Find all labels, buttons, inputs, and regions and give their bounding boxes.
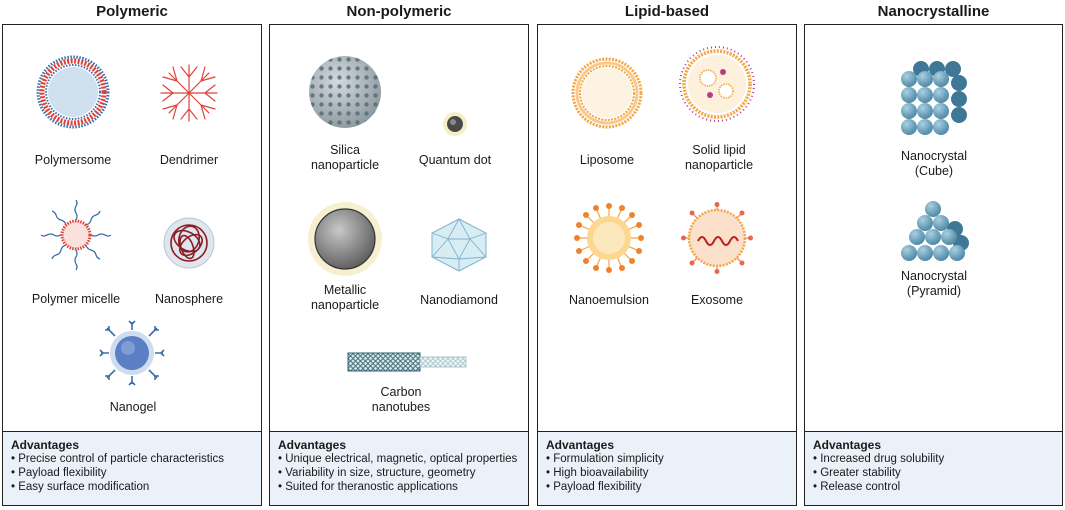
advantage-item: Unique electrical, magnetic, optical pro…: [278, 452, 528, 466]
advantages-list: Formulation simplicity High bioavailabil…: [546, 452, 796, 494]
advantages-heading: Advantages: [11, 438, 80, 452]
label-quantum-dot: Quantum dot: [418, 153, 492, 167]
nanocrystal-pyramid-icon: [901, 201, 969, 261]
nanocrystal-cube-icon: [901, 61, 967, 135]
label-liposome: Liposome: [579, 153, 635, 167]
label-carbon-nanotubes: Carbon nanotubes: [371, 385, 431, 414]
advantages-heading: Advantages: [813, 438, 882, 452]
nanosphere-icon: [163, 217, 215, 269]
advantage-item: Increased drug solubility: [813, 452, 1062, 466]
polymersome-icon: [36, 55, 110, 129]
advantage-item: Release control: [813, 480, 1062, 494]
label-nanodiamond: Nanodiamond: [420, 293, 498, 307]
column-title-non-polymeric: Non-polymeric: [346, 3, 452, 20]
advantage-item: Variability in size, structure, geometry: [278, 466, 528, 480]
polymer-micelle-icon: [40, 199, 112, 271]
advantage-item: Payload flexibility: [546, 480, 796, 494]
label-nanosphere: Nanosphere: [154, 292, 224, 306]
advantage-item: Payload flexibility: [11, 466, 261, 480]
liposome-icon: [571, 57, 643, 129]
silica-nanoparticle-icon: [309, 56, 381, 128]
label-solid-lipid-nanoparticle: Solid lipid nanoparticle: [684, 143, 754, 172]
advantage-item: Greater stability: [813, 466, 1062, 480]
panel-lipid-based: Liposome Solid lipid nanoparticle: [537, 24, 797, 506]
quantum-dot-icon: [443, 112, 467, 136]
advantages-heading: Advantages: [278, 438, 347, 452]
label-polymer-micelle: Polymer micelle: [31, 292, 121, 306]
advantages-heading: Advantages: [546, 438, 615, 452]
label-dendrimer: Dendrimer: [159, 153, 219, 167]
panel-nanocrystalline: Nanocrystal (Cube) Nanocrystal (Pyramid)…: [804, 24, 1063, 506]
advantages-polymeric: Advantages Precise control of particle c…: [3, 431, 261, 505]
label-exosome: Exosome: [690, 293, 744, 307]
label-nanocrystal-cube: Nanocrystal (Cube): [901, 149, 967, 178]
label-silica-nanoparticle: Silica nanoparticle: [310, 143, 380, 172]
label-nanogel: Nanogel: [109, 400, 157, 414]
advantages-lipid-based: Advantages Formulation simplicity High b…: [538, 431, 796, 505]
advantages-list: Unique electrical, magnetic, optical pro…: [278, 452, 528, 494]
advantages-non-polymeric: Advantages Unique electrical, magnetic, …: [270, 431, 528, 505]
advantage-item: Easy surface modification: [11, 480, 261, 494]
advantage-item: Formulation simplicity: [546, 452, 796, 466]
panel-polymeric: Polymersome Dendrimer Polymer micelle: [2, 24, 262, 506]
column-title-lipid-based: Lipid-based: [624, 3, 710, 20]
exosome-icon: [681, 202, 753, 274]
label-polymersome: Polymersome: [34, 153, 112, 167]
panel-non-polymeric: Silica nanoparticle Quantum dot Metallic…: [269, 24, 529, 506]
advantage-item: High bioavailability: [546, 466, 796, 480]
label-metallic-nanoparticle: Metallic nanoparticle: [310, 283, 380, 312]
advantage-item: Precise control of particle characterist…: [11, 452, 261, 466]
advantages-nanocrystalline: Advantages Increased drug solubility Gre…: [805, 431, 1062, 505]
column-title-nanocrystalline: Nanocrystalline: [877, 3, 990, 20]
label-nanocrystal-pyramid: Nanocrystal (Pyramid): [901, 269, 967, 298]
nanogel-icon: [99, 320, 165, 386]
column-title-polymeric: Polymeric: [96, 3, 168, 20]
advantage-item: Suited for theranostic applications: [278, 480, 528, 494]
dendrimer-icon: [160, 64, 218, 122]
solid-lipid-nanoparticle-icon: [679, 46, 755, 122]
nanodiamond-icon: [431, 218, 487, 272]
advantages-list: Increased drug solubility Greater stabil…: [813, 452, 1062, 494]
label-nanoemulsion: Nanoemulsion: [569, 293, 649, 307]
metallic-nanoparticle-icon: [308, 202, 382, 276]
advantages-list: Precise control of particle characterist…: [11, 452, 261, 494]
nanoemulsion-icon: [574, 203, 644, 273]
carbon-nanotubes-icon: [347, 352, 467, 372]
